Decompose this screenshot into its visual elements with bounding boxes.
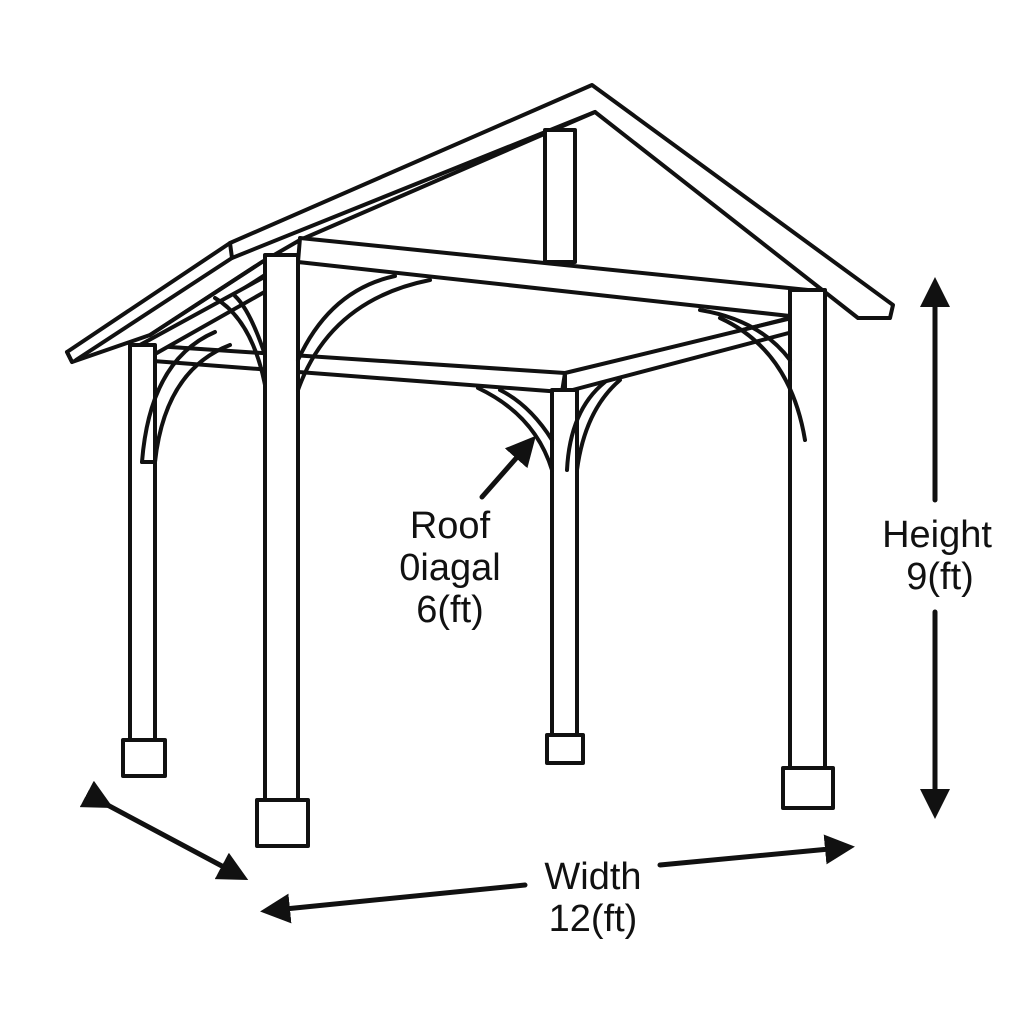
width-label: Width 12(ft) <box>518 856 668 940</box>
roof-label-line3: 6(ft) <box>416 589 484 631</box>
post-front-left <box>255 253 310 848</box>
roof-label-line1: Roof <box>409 505 491 547</box>
post-back-left <box>121 343 167 778</box>
width-arrow <box>260 834 855 924</box>
width-label-line1: Width <box>544 856 642 898</box>
height-label-line1: Height <box>882 514 992 556</box>
roof-diagonal-label: Roof 0iagal 6(ft) <box>370 505 530 631</box>
roof-pointer-arrow <box>479 435 536 500</box>
roof-label-line2: 0iagal <box>399 547 501 589</box>
king-post <box>543 128 577 264</box>
braces <box>140 274 807 472</box>
post-front-right <box>781 288 835 810</box>
height-label-line2: 9(ft) <box>906 556 974 598</box>
post-back-right <box>545 388 585 765</box>
width-label-line2: 12(ft) <box>548 898 638 940</box>
height-label: Height 9(ft) <box>862 514 1012 598</box>
depth-arrow <box>79 780 249 881</box>
